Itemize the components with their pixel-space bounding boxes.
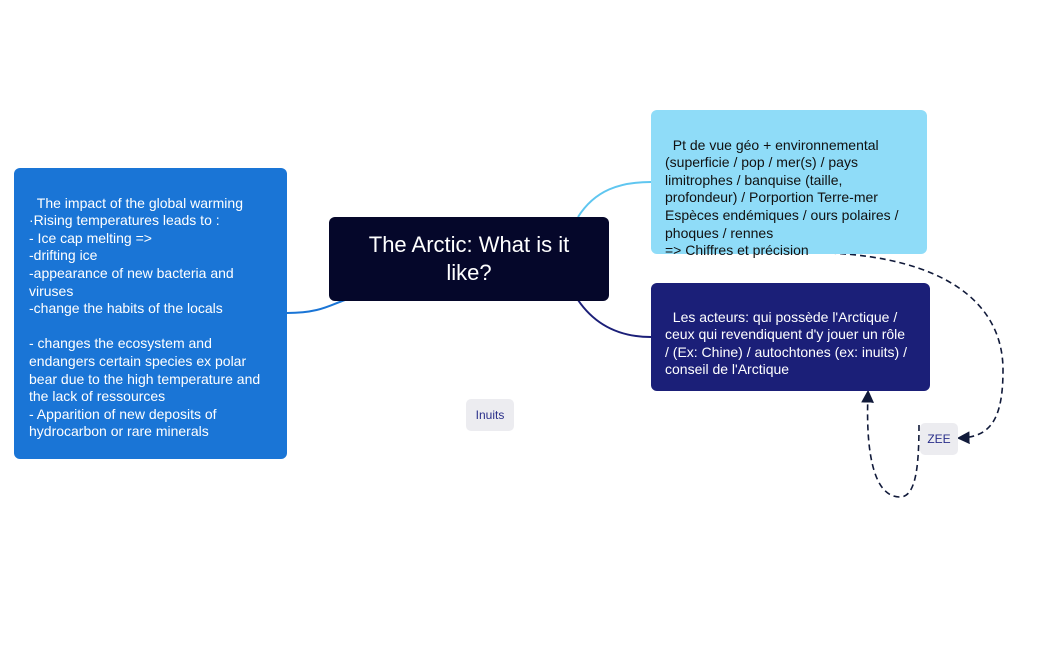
node-text: The impact of the global warming ·Rising… xyxy=(29,194,261,440)
node-text: Pt de vue géo + environnemental (superfi… xyxy=(665,136,899,259)
node-text: Les acteurs: qui possède l'Arctique / ce… xyxy=(665,308,913,378)
node-global-warming-impact[interactable]: The impact of the global warming ·Rising… xyxy=(14,168,287,459)
central-topic[interactable]: The Arctic: What is it like? xyxy=(329,217,609,301)
tag-label: ZEE xyxy=(927,432,951,446)
connector-geo xyxy=(577,181,652,218)
central-title: The Arctic: What is it like? xyxy=(368,232,576,285)
tag-label: Inuits xyxy=(475,408,505,422)
connector-impact xyxy=(286,299,346,314)
dashed-link-zee-acteurs xyxy=(861,389,920,498)
node-geo-environment[interactable]: Pt de vue géo + environnemental (superfi… xyxy=(651,110,927,258)
connector-acteurs xyxy=(577,299,652,338)
tag-zee[interactable]: ZEE xyxy=(920,423,958,455)
dashed-link-geo-zee xyxy=(829,252,1004,445)
tag-inuits[interactable]: Inuits xyxy=(466,399,514,431)
node-acteurs[interactable]: Les acteurs: qui possède l'Arctique / ce… xyxy=(651,283,930,391)
